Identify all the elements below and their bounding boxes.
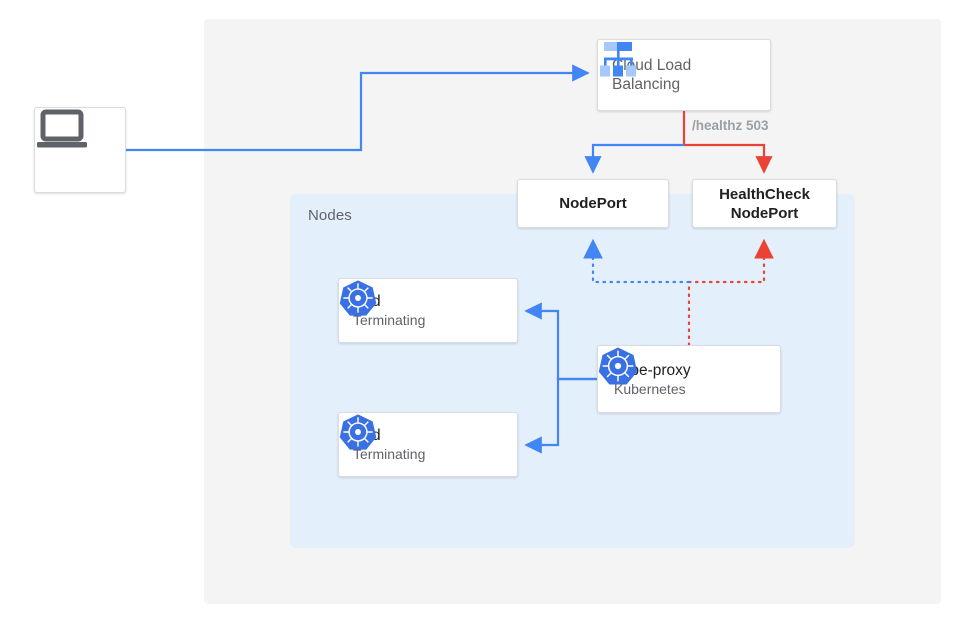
healthcheck-label-line-1: HealthCheck bbox=[719, 185, 810, 203]
nodeport-node[interactable]: NodePort bbox=[517, 179, 669, 228]
edge-kubeproxy-to-pod-1 bbox=[524, 302, 597, 381]
kubernetes-icon bbox=[339, 414, 377, 450]
kubernetes-icon bbox=[339, 280, 377, 316]
healthcheck-label-line-2: NodePort bbox=[730, 204, 799, 222]
laptop-icon bbox=[37, 109, 87, 148]
edge-client-to-loadbalancer bbox=[126, 64, 590, 152]
edge-lb-to-healthcheck-nodeport bbox=[684, 143, 773, 174]
cloud-load-balancing-icon bbox=[600, 42, 636, 77]
pod-node-1[interactable]: Pod Terminating bbox=[338, 278, 518, 343]
pod-node-2[interactable]: Pod Terminating bbox=[338, 412, 518, 477]
healthcheck-nodeport-node[interactable]: HealthCheck NodePort bbox=[692, 179, 837, 228]
healthz-status-label: /healthz 503 bbox=[692, 118, 769, 133]
cloud-load-balancing-node[interactable]: Cloud Load Balancing bbox=[597, 39, 771, 111]
pod-1-status: Terminating bbox=[353, 312, 426, 328]
client-node[interactable] bbox=[34, 107, 126, 193]
healthcheck-nodeport-label: HealthCheck NodePort bbox=[719, 185, 810, 223]
kubernetes-icon bbox=[598, 347, 638, 385]
edge-kubeproxy-to-nodeport bbox=[583, 238, 691, 284]
kube-proxy-node[interactable]: kube-proxy Kubernetes bbox=[597, 345, 781, 413]
lb-label-line-2: Balancing bbox=[612, 76, 681, 93]
nodes-panel-label: Nodes bbox=[308, 207, 352, 224]
pod-2-status: Terminating bbox=[353, 446, 426, 462]
nodeport-label: NodePort bbox=[559, 195, 627, 212]
edge-kubeproxy-to-pod-2 bbox=[524, 377, 597, 454]
edge-lb-to-nodeport bbox=[584, 143, 684, 174]
kube-proxy-subtitle: Kubernetes bbox=[614, 380, 686, 397]
edge-kubeproxy-to-healthcheck bbox=[687, 238, 774, 284]
